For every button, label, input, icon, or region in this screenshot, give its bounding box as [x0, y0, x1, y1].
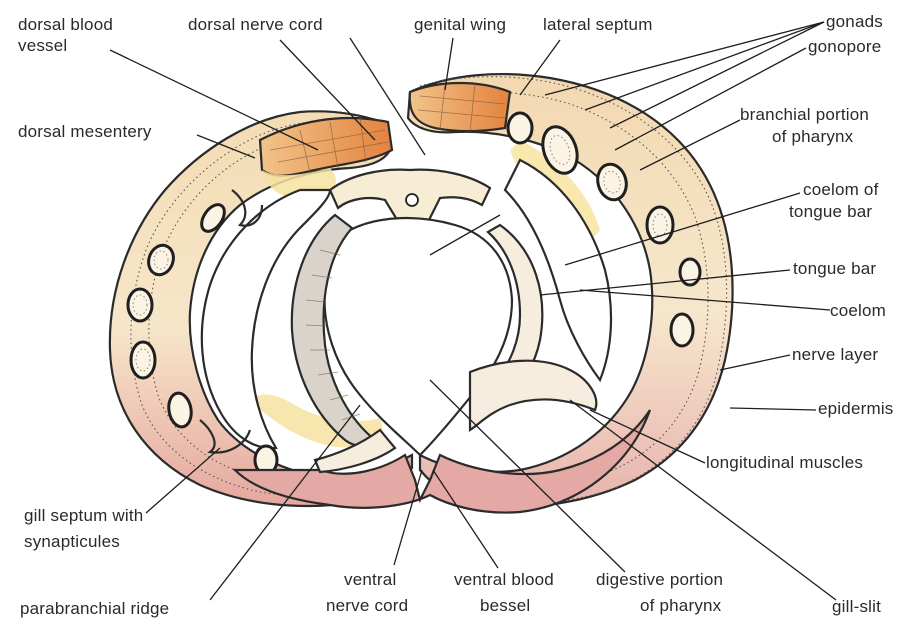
label-gill-septum: gill septum with synapticules: [24, 506, 148, 551]
label-gonopore: gonopore: [808, 37, 881, 56]
label-dorsal-nerve-cord: dorsal nerve cord: [188, 15, 323, 34]
label-longitudinal-muscles: longitudinal muscles: [706, 453, 863, 472]
label-coelom-of-tongue-bar: coelom of tongue bar: [789, 180, 883, 221]
label-gill-slit: gill-slit: [832, 597, 881, 616]
label-dorsal-blood-vessel: dorsal blood vessel: [18, 15, 118, 55]
label-dorsal-mesentery: dorsal mesentery: [18, 122, 152, 141]
label-tongue-bar: tongue bar: [793, 259, 876, 278]
label-ventral-nerve-cord: ventral nerve cord: [326, 570, 408, 615]
label-nerve-layer: nerve layer: [792, 345, 878, 364]
label-digestive-portion: digestive portion of pharynx: [596, 570, 728, 615]
label-lateral-septum: lateral septum: [543, 15, 653, 34]
label-gonads: gonads: [826, 12, 883, 31]
label-coelom: coelom: [830, 301, 886, 320]
ventral-fold-right: [470, 361, 596, 430]
label-branchial-portion: branchial portion of pharynx: [740, 105, 874, 146]
genital-wing-region: [410, 83, 510, 131]
label-epidermis: epidermis: [818, 399, 894, 418]
label-genital-wing: genital wing: [414, 15, 506, 34]
label-ventral-blood-bessel: ventral blood bessel: [454, 570, 559, 615]
dorsal-nerve-cord-dot: [406, 194, 418, 206]
label-parabranchial-ridge: parabranchial ridge: [20, 599, 169, 618]
